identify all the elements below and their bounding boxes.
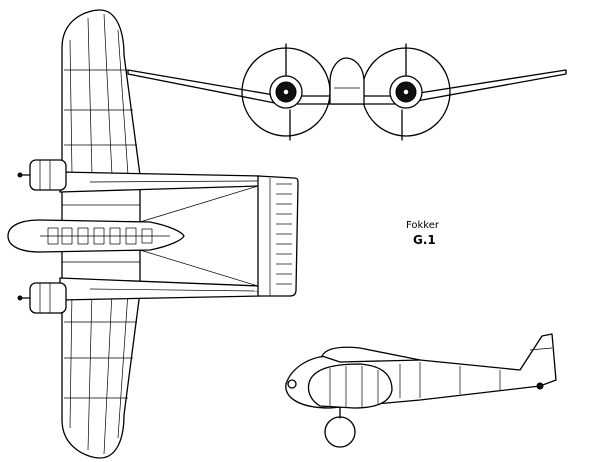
front-wing	[127, 69, 567, 105]
plan-upper-engine	[17, 159, 67, 191]
plan-view	[7, 9, 299, 459]
plan-upper-wing	[61, 9, 141, 176]
aircraft-manufacturer-label: Fokker	[406, 220, 440, 231]
plan-lower-wing	[61, 291, 141, 459]
plan-tailplane	[257, 175, 299, 297]
front-view	[127, 43, 567, 141]
side-canopy	[321, 346, 421, 363]
plan-lower-engine	[17, 282, 67, 314]
aircraft-model-label: G.1	[413, 233, 436, 247]
side-view	[285, 333, 557, 448]
side-engine	[307, 363, 393, 409]
front-fuselage	[329, 57, 365, 105]
side-wheel	[324, 416, 356, 448]
